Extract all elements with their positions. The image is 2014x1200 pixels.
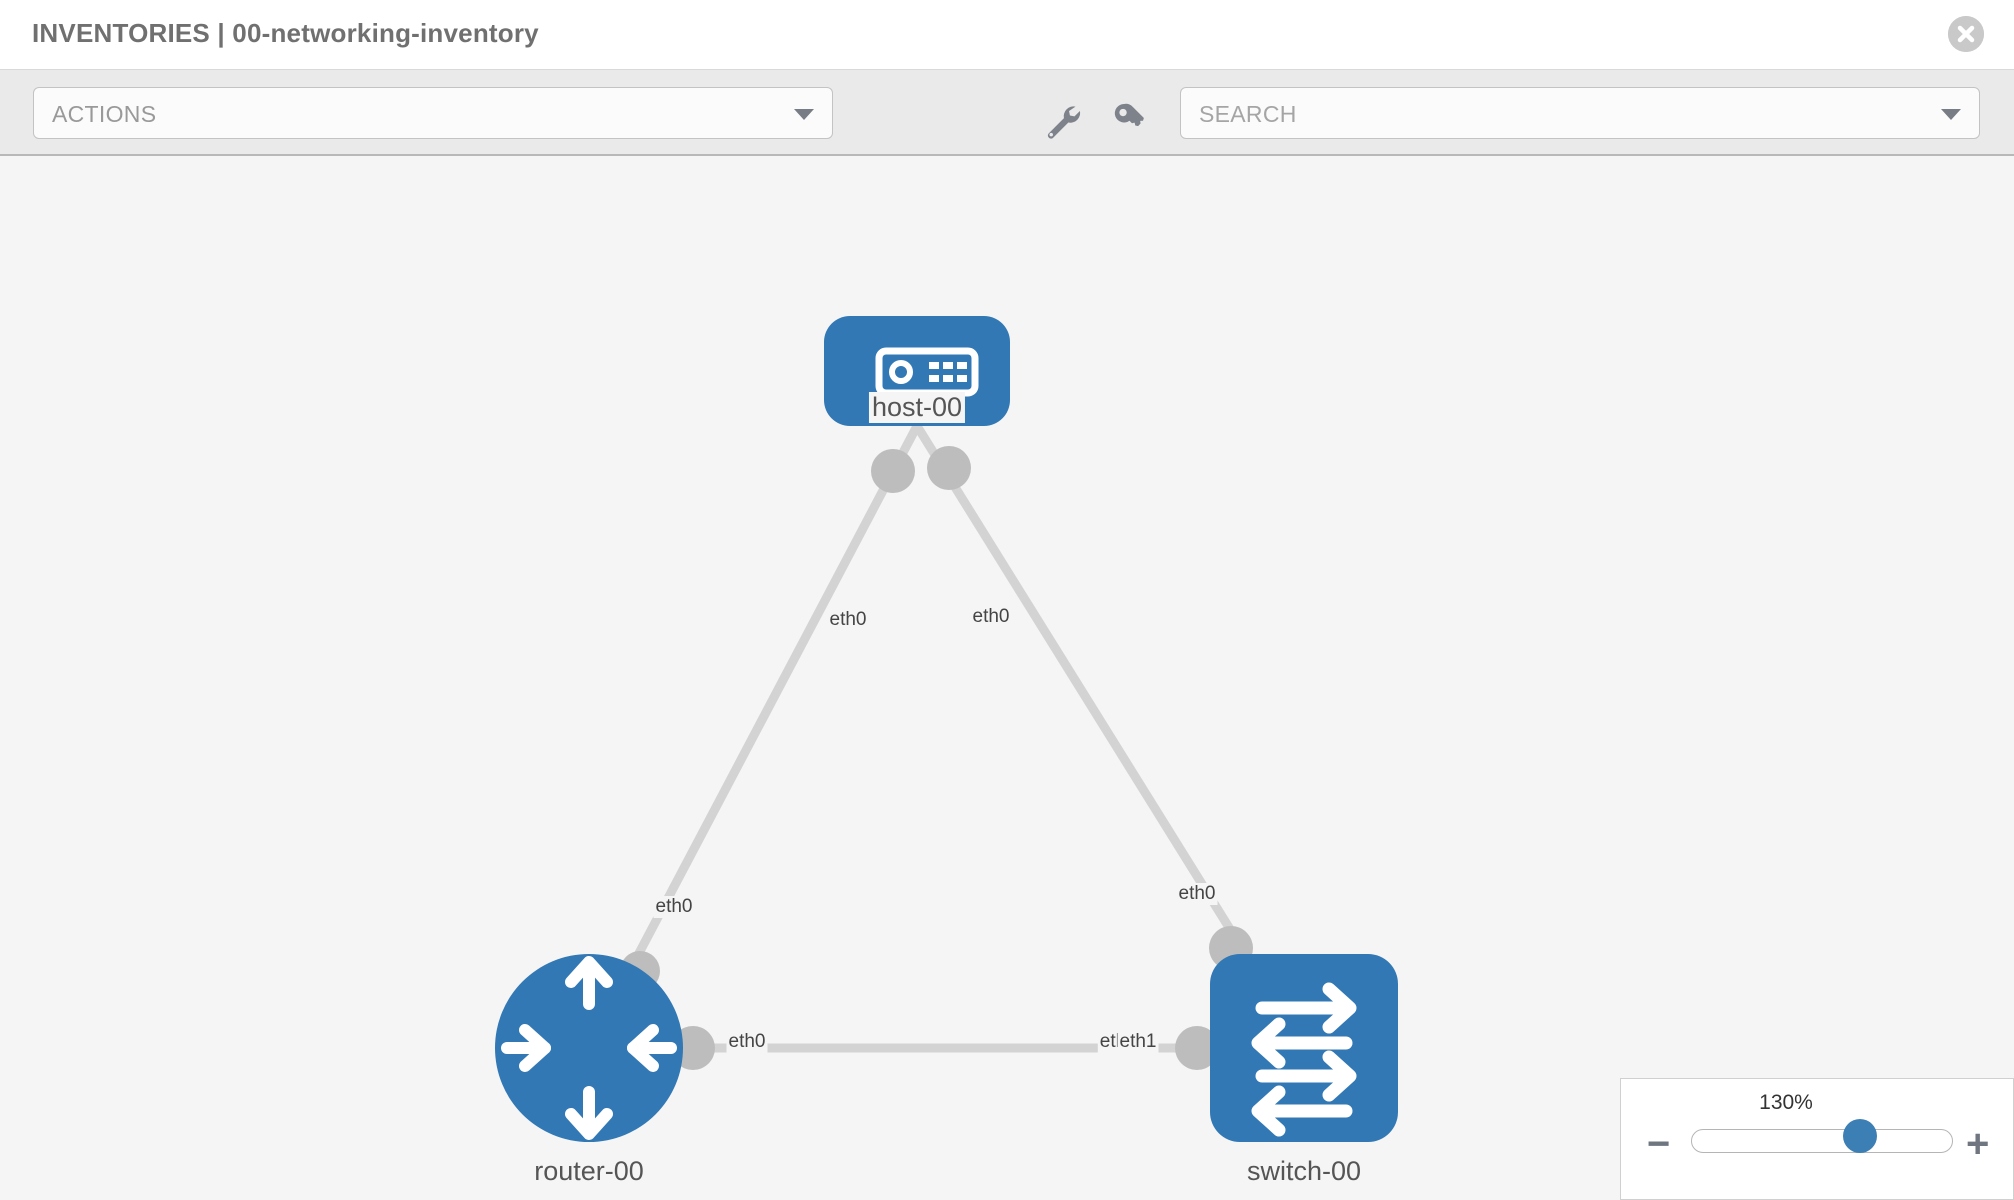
zoom-control-panel: 130% − + — [1620, 1078, 2014, 1200]
router-00-body[interactable] — [495, 954, 683, 1142]
port-label-router00-eth0-up: eth0 — [653, 896, 695, 918]
topology-canvas[interactable]: host-00 router-00 switch-00 eth0 eth0 et… — [0, 156, 2014, 1200]
link-host00-router00[interactable] — [585, 423, 921, 1051]
link-group — [585, 423, 1308, 1053]
node-label-router-00: router-00 — [531, 1156, 647, 1187]
endpoint-host00-eth0-right[interactable] — [927, 446, 971, 490]
port-label-switch00-eth1: eth1 — [1117, 1031, 1159, 1053]
topology-graph — [495, 316, 1398, 1142]
endpoint-host00-eth0-left[interactable] — [871, 449, 915, 493]
search-chevron-down-icon[interactable] — [1941, 109, 1961, 120]
node-router-00[interactable] — [495, 954, 683, 1142]
page-title: INVENTORIES | 00-networking-inventory — [32, 18, 539, 48]
port-label-host00-eth0-left: eth0 — [827, 609, 869, 631]
close-button[interactable] — [1948, 16, 1984, 52]
zoom-in-button[interactable]: + — [1966, 1122, 1990, 1166]
zoom-slider-thumb[interactable] — [1843, 1119, 1877, 1153]
key-button[interactable] — [1108, 98, 1150, 140]
port-label-router00-eth0-right: eth0 — [726, 1031, 768, 1053]
search-input[interactable]: SEARCH — [1180, 87, 1980, 139]
toolbar: ACTIONS SEARCH — [0, 70, 2014, 156]
search-placeholder: SEARCH — [1199, 101, 1297, 127]
close-icon — [1948, 16, 1984, 52]
endpoint-switch00-eth1[interactable] — [1175, 1026, 1219, 1070]
node-switch-00[interactable] — [1210, 954, 1398, 1142]
zoom-out-button[interactable]: − — [1647, 1122, 1671, 1166]
zoom-level-value: 130% — [1759, 1091, 1813, 1114]
key-icon — [1114, 103, 1144, 127]
wrench-icon — [1047, 106, 1081, 139]
router-arrows-icon — [501, 956, 677, 1140]
actions-dropdown[interactable]: ACTIONS — [33, 87, 833, 139]
endpoint-group — [620, 446, 1253, 1070]
chevron-down-icon — [794, 109, 814, 120]
wrench-button[interactable] — [1040, 98, 1082, 140]
port-label-switch00-eth0: eth0 — [1176, 883, 1218, 905]
zoom-slider-track[interactable] — [1691, 1129, 1953, 1153]
port-label-host00-eth0-right: eth0 — [970, 606, 1012, 628]
node-label-switch-00: switch-00 — [1243, 1156, 1365, 1187]
page-header: INVENTORIES | 00-networking-inventory — [0, 0, 2014, 70]
actions-dropdown-label: ACTIONS — [52, 101, 157, 127]
switch-arrows-icon — [1251, 982, 1357, 1137]
node-label-host-00: host-00 — [868, 392, 966, 423]
